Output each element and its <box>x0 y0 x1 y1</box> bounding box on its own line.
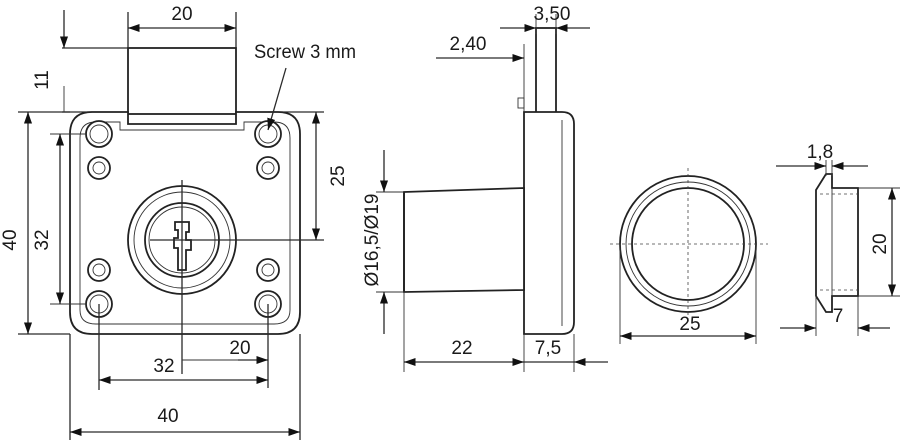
dim-ring-25: 25 <box>679 314 700 335</box>
dim-240: 2,40 <box>450 34 487 55</box>
dim-32-vertical: 32 <box>32 229 53 250</box>
front-view <box>69 47 324 374</box>
dim-washer-20: 20 <box>870 233 891 254</box>
dim-350: 3,50 <box>534 4 571 25</box>
side-plate <box>523 111 575 335</box>
dim-18: 1,8 <box>807 142 833 163</box>
side-bolt <box>535 27 557 115</box>
dim-diameter: Ø16,5/Ø19 <box>362 194 383 287</box>
dim-75: 7,5 <box>535 338 561 359</box>
ring-view: 25 <box>610 168 768 344</box>
dim-22: 22 <box>451 338 472 359</box>
washer-profile <box>815 173 859 313</box>
dim-washer-7: 7 <box>833 306 844 327</box>
dim-20-bottom: 20 <box>229 338 250 359</box>
side-dimensions: 3,50 2,40 Ø16,5/Ø19 22 7,5 <box>362 4 608 372</box>
front-dimensions: 20 11 40 32 25 Screw 3 mm 32 20 <box>0 4 356 440</box>
screw-label: Screw 3 mm <box>254 42 356 63</box>
dim-40-bottom: 40 <box>157 406 178 427</box>
dim-11: 11 <box>32 70 53 90</box>
side-cylinder <box>403 187 525 293</box>
bolt-top <box>127 47 237 115</box>
dim-40-vertical: 40 <box>0 229 21 250</box>
dim-32-bottom: 32 <box>153 356 174 377</box>
dim-25-right: 25 <box>328 165 349 186</box>
dim-top-20: 20 <box>171 4 192 25</box>
side-view <box>403 27 575 335</box>
washer-view: 1,8 20 7 <box>776 142 900 336</box>
